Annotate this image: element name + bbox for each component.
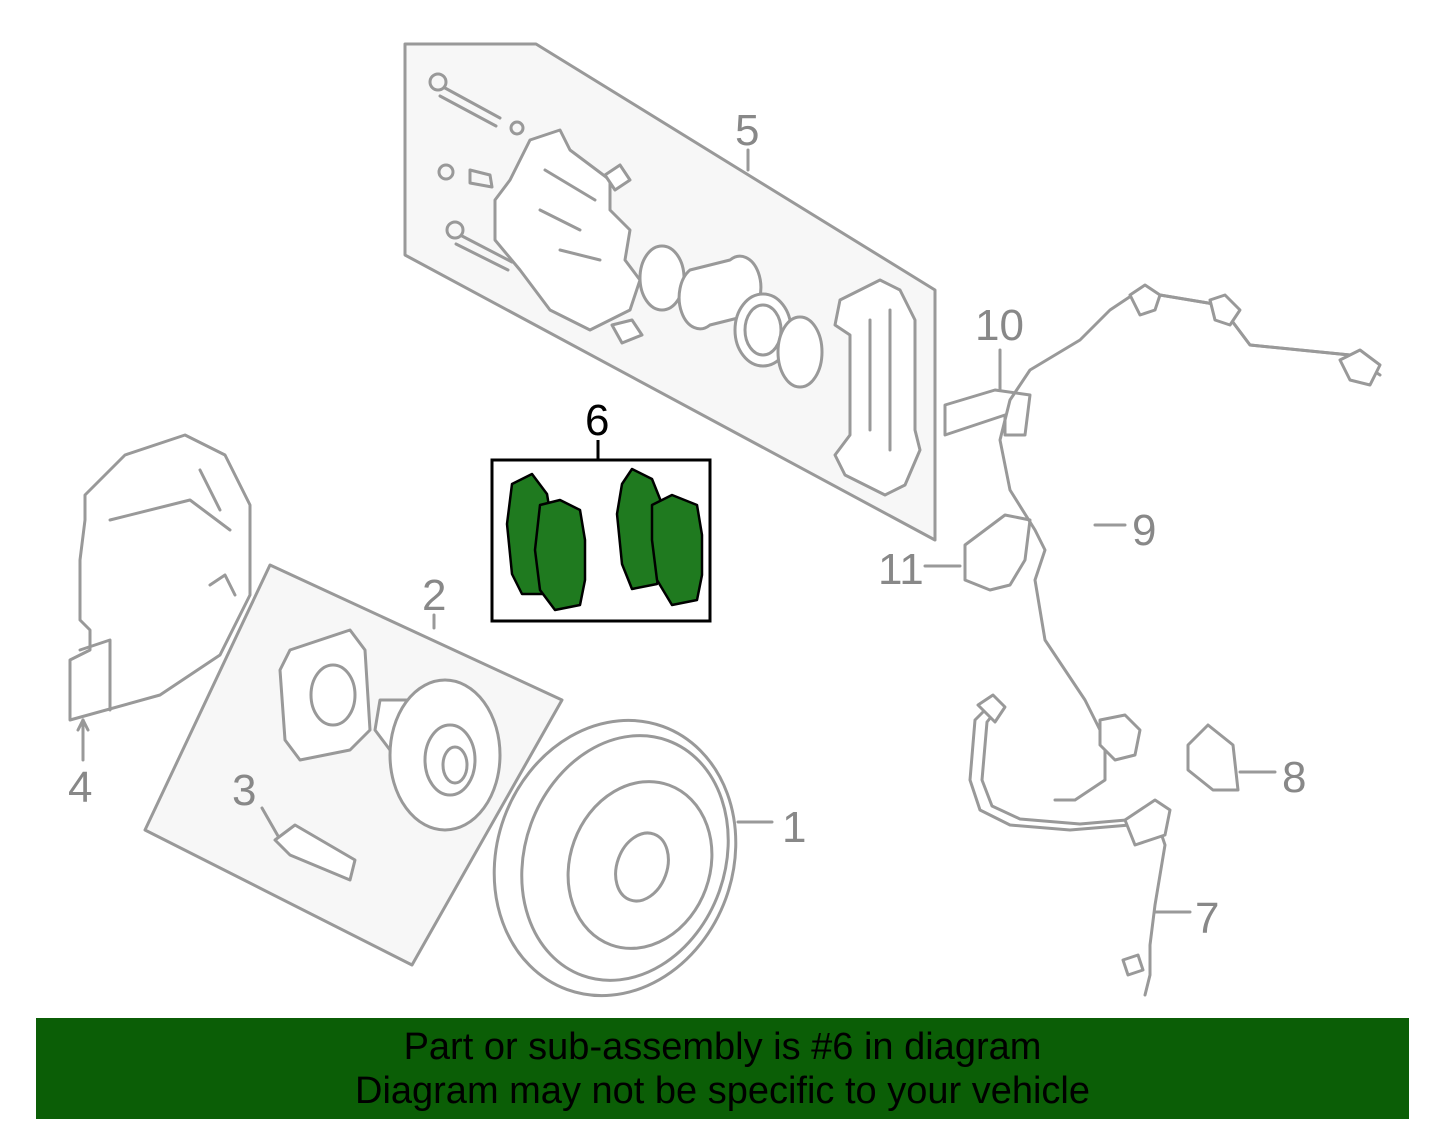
callout-8: 8 <box>1282 753 1306 802</box>
part-10-bracket[interactable] <box>943 388 1032 437</box>
callout-1: 1 <box>782 803 806 852</box>
part-1-brake-rotor[interactable] <box>456 686 774 1015</box>
part-9-abs-sensor-wire[interactable] <box>998 283 1382 802</box>
banner-line-2: Diagram may not be specific to your vehi… <box>355 1069 1090 1112</box>
leader-lines <box>76 148 1277 914</box>
banner-line-1: Part or sub-assembly is #6 in diagram <box>403 1025 1042 1068</box>
part-11-bracket[interactable] <box>963 513 1032 592</box>
part-8-clip[interactable] <box>1186 723 1240 792</box>
callout-3: 3 <box>232 766 256 815</box>
callout-5: 5 <box>735 106 759 155</box>
part-2-hub-assembly[interactable] <box>143 563 564 967</box>
callout-4: 4 <box>68 763 92 812</box>
callout-10: 10 <box>975 301 1024 350</box>
part-7-brake-hose[interactable] <box>968 693 1172 997</box>
info-banner: Part or sub-assembly is #6 in diagram Di… <box>36 1018 1409 1119</box>
callout-9: 9 <box>1132 506 1156 555</box>
part-4-dust-shield[interactable] <box>68 433 252 722</box>
callout-2: 2 <box>422 571 446 620</box>
part-5-caliper-assembly[interactable] <box>403 42 937 542</box>
callout-7: 7 <box>1195 894 1219 943</box>
part-6-brake-pad-set[interactable] <box>490 440 712 623</box>
callout-6: 6 <box>585 396 609 445</box>
callout-11: 11 <box>878 545 924 594</box>
brake-parts-diagram: 5 6 2 3 4 1 10 11 9 8 7 <box>68 42 1382 1015</box>
